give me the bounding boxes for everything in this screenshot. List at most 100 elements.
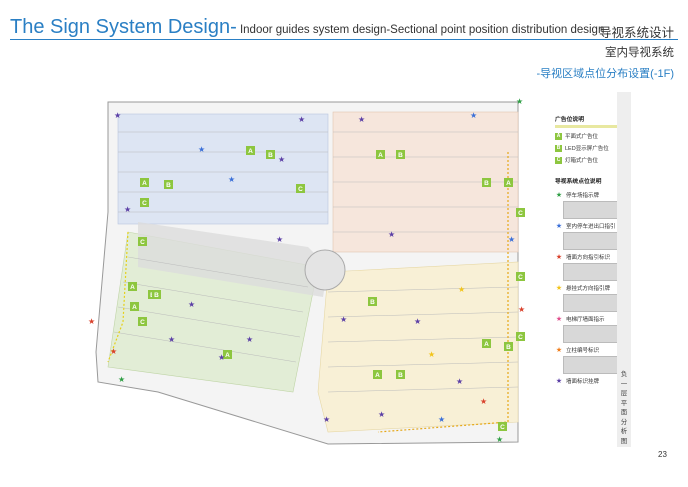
ad-badge (138, 237, 147, 246)
guide-star-icon: ★ (480, 397, 487, 406)
ad-badge-label: B (166, 182, 171, 189)
guide-star-icon: ★ (278, 155, 285, 164)
guide-star-icon: ★ (88, 317, 95, 326)
ad-badge-label: A (225, 352, 230, 359)
ad-badge (164, 180, 173, 189)
ad-badge-label: A (378, 152, 383, 159)
guide-star-icon: ★ (458, 285, 465, 294)
guide-star-icon: ★ (298, 115, 305, 124)
star-green-icon: ★ (555, 191, 563, 199)
guide-star-icon: ★ (508, 235, 515, 244)
title-sub-text: Indoor guides system design-Sectional po… (236, 24, 605, 36)
ad-badge-label: C (140, 319, 145, 326)
sign-photo (563, 201, 619, 219)
ad-badge-label: B (154, 292, 159, 299)
ad-badge (498, 422, 507, 431)
sidebar-strip (617, 92, 631, 447)
legend-ad-rule (555, 125, 617, 128)
ad-badge-label: B (484, 180, 489, 187)
legend-guide-label: 室内停车进出口指引 (566, 224, 616, 230)
legend-ad-title: 广告位说明 (555, 117, 584, 123)
sign-photo (563, 294, 619, 312)
legend-guide-item: ★墙面标识挂牌 (555, 377, 617, 386)
ad-badge (396, 370, 405, 379)
guide-star-icon: ★ (198, 145, 205, 154)
subtitle-cn: 室内导视系统 (605, 47, 674, 59)
sidebar-vertical-text: 负一层平面分析图 (620, 371, 628, 445)
badge-a-icon: A (555, 132, 562, 140)
page-number: 23 (658, 450, 667, 459)
ad-badge-label: A (506, 180, 511, 187)
ad-badge (368, 297, 377, 306)
corridor (138, 222, 328, 297)
ad-badge-label: C (298, 186, 303, 193)
ad-badge (482, 178, 491, 187)
guide-star-icon: ★ (168, 335, 175, 344)
legend-guide-label: 墙面方向指引标识 (566, 255, 611, 261)
header-rule (10, 39, 678, 40)
ad-badge (504, 342, 513, 351)
title-main-text: The Sign System Design- (10, 16, 237, 38)
legend-guide-label: 立柱编号标识 (566, 348, 600, 354)
ad-badge-label: A (130, 284, 135, 291)
star-yellow-icon: ★ (555, 284, 563, 292)
guide-star-icon: ★ (340, 315, 347, 324)
guide-star-icon: ★ (110, 347, 117, 356)
ad-badge-label: A (248, 148, 253, 155)
guide-star-icon: ★ (114, 111, 121, 120)
ad-badge (376, 150, 385, 159)
ad-badge-label: B (506, 344, 511, 351)
ad-badge (373, 370, 382, 379)
sign-photo (563, 263, 619, 281)
guide-star-icon: ★ (276, 235, 283, 244)
ad-badge-label: B (268, 152, 273, 159)
legend-ad-label: 平面式广告位 (565, 134, 599, 140)
legend-guide-title: 导视系统点位说明 (555, 179, 602, 185)
guide-star-icon: ★ (516, 97, 523, 106)
sign-photo (563, 232, 619, 250)
star-red-icon: ★ (555, 253, 563, 261)
ad-badge-label: B (398, 372, 403, 379)
guide-star-icon: ★ (428, 350, 435, 359)
ad-badge-label: C (142, 200, 147, 207)
guide-star-icon: ★ (438, 415, 445, 424)
legend-guide-item: ★悬挂式方向指引牌 (555, 284, 617, 293)
badge-b-icon: B (555, 144, 562, 152)
ad-badge (396, 150, 405, 159)
guide-star-icon: ★ (518, 305, 525, 314)
guide-route (377, 152, 509, 433)
ad-badge (482, 339, 491, 348)
badge-c-icon: C (555, 156, 562, 164)
guide-star-icon: ★ (414, 317, 421, 326)
ad-badge-label: C (518, 334, 523, 341)
star-layer: ★★★★★★★★★★★★★★★★★★★★★★★★★★★★★★ (88, 97, 525, 444)
ad-badge-label: A (375, 372, 380, 379)
ad-badge (516, 332, 525, 341)
legend-guide-item: ★立柱编号标识 (555, 346, 617, 355)
legend-guide-label: 电梯厅墙面指示 (566, 317, 605, 323)
guide-star-icon: ★ (218, 353, 225, 362)
sign-photo (563, 325, 619, 343)
ad-badge-label: C (140, 239, 145, 246)
title-cn: 导视系统设计 (598, 26, 674, 40)
guide-star-icon: ★ (378, 410, 385, 419)
legend-guide-label: 墙面标识挂牌 (566, 379, 600, 385)
ad-badge (246, 146, 255, 155)
guide-star-icon: ★ (456, 377, 463, 386)
legend-guide-item: ★室内停车进出口指引 (555, 222, 617, 231)
guide-star-icon: ★ (246, 335, 253, 344)
guide-star-icon: ★ (124, 205, 131, 214)
star-pink-icon: ★ (555, 315, 563, 323)
page-title: The Sign System Design- Indoor guides sy… (10, 16, 604, 39)
guide-star-icon: ★ (358, 115, 365, 124)
ad-badge (138, 317, 147, 326)
legend-guide-item: ★电梯厅墙面指示 (555, 315, 617, 324)
ad-badge-label: A (142, 180, 147, 187)
section-title-cn: -导视区域点位分布设置(-1F) (536, 68, 675, 80)
ad-badge-label: B (398, 152, 403, 159)
ad-badge (128, 282, 137, 291)
legend-ad-label: 灯箱式广告位 (565, 158, 599, 164)
badge-layer: ABABCCABBACCCABABCCBABAABC (128, 146, 525, 431)
